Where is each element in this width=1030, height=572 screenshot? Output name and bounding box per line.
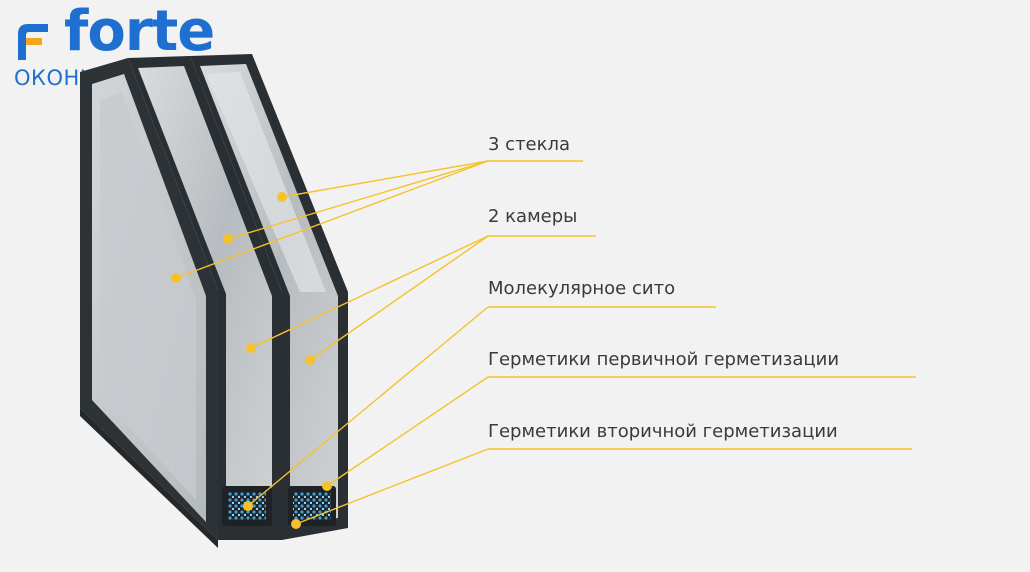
- molecular-sieve-right: [293, 492, 331, 520]
- label-secondary-sealant: Герметики вторичной герметизации: [488, 421, 838, 442]
- callout-dot-glass-3: [171, 273, 181, 283]
- callout-line-secondary: [295, 448, 489, 525]
- callout-line-glass-1: [281, 160, 489, 198]
- callout-dot-glass-1: [277, 192, 287, 202]
- glass-pane-front: [190, 54, 348, 540]
- callout-line-glass-2: [227, 160, 489, 240]
- callout-line-chamber-2: [309, 235, 489, 361]
- forte-logo-icon: [18, 24, 48, 60]
- callout-dot-chamber-1: [246, 343, 256, 353]
- callout-dots: [171, 192, 332, 529]
- callout-dot-primary: [322, 481, 332, 491]
- callout-lines: [175, 160, 916, 525]
- callout-dot-secondary: [291, 519, 301, 529]
- callout-line-glass-3: [175, 160, 489, 279]
- label-molecular-sieve: Молекулярное сито: [488, 278, 676, 299]
- logo-brand: forte: [64, 0, 215, 64]
- callout-dot-chamber-2: [305, 355, 315, 365]
- callout-dot-glass-2: [223, 234, 233, 244]
- callout-line-chamber-1: [250, 235, 489, 349]
- callout-dot-sieve: [243, 501, 253, 511]
- label-primary-sealant: Герметики первичной герметизации: [488, 349, 840, 370]
- glass-pane-middle: [128, 56, 282, 540]
- label-three-glasses: 3 стекла: [488, 134, 571, 155]
- callout-line-sieve: [247, 306, 489, 507]
- label-two-chambers: 2 камеры: [488, 206, 578, 227]
- callout-line-primary: [326, 376, 489, 487]
- glass-pane-back: [80, 58, 218, 540]
